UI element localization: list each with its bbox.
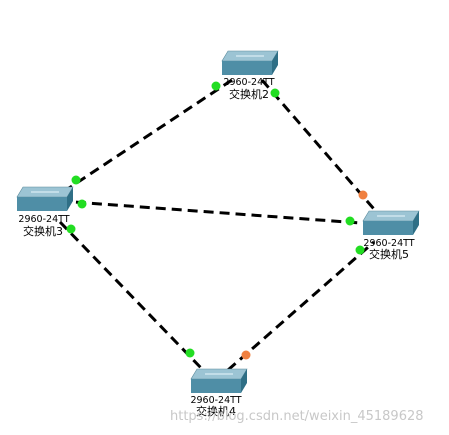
port-sw2-to-sw5[interactable] xyxy=(270,88,280,98)
watermark-text: https://blog.csdn.net/weixin_45189628 xyxy=(170,409,424,424)
switch-icon xyxy=(221,50,279,75)
device-name-label: 交换机3 xyxy=(23,224,63,238)
port-sw5-to-sw3[interactable] xyxy=(345,216,355,226)
switch-icon xyxy=(362,210,420,235)
port-sw2-to-sw3[interactable] xyxy=(211,81,221,91)
device-switch-3[interactable]: 2960-24TT 交换机3 xyxy=(16,186,74,238)
ports-layer xyxy=(66,81,368,360)
port-sw3-to-sw4[interactable] xyxy=(66,224,76,234)
switch-icon xyxy=(16,186,74,211)
links-layer xyxy=(58,78,382,372)
device-name-label: 交换机4 xyxy=(196,404,236,418)
port-sw5-to-sw4[interactable] xyxy=(355,245,365,255)
link-sw3-sw4[interactable] xyxy=(58,220,205,372)
device-model-label: 2960-24TT xyxy=(223,77,274,88)
link-sw3-sw5[interactable] xyxy=(59,199,375,226)
device-name-label: 交换机5 xyxy=(369,247,409,261)
link-sw4-sw5[interactable] xyxy=(227,240,375,372)
device-model-label: 2960-24TT xyxy=(190,395,241,406)
port-sw3-to-sw2[interactable] xyxy=(71,175,81,185)
device-switch-4[interactable]: 2960-24TT 交换机4 xyxy=(190,368,248,418)
port-sw5-to-sw2[interactable] xyxy=(358,190,368,200)
link-sw2-sw3[interactable] xyxy=(59,78,233,196)
device-name-label: 交换机2 xyxy=(229,87,269,101)
device-model-label: 2960-24TT xyxy=(18,214,69,225)
device-model-label: 2960-24TT xyxy=(363,238,414,249)
switch-icon xyxy=(190,368,248,393)
device-switch-5[interactable]: 2960-24TT 交换机5 xyxy=(362,210,420,261)
port-sw3-to-sw5[interactable] xyxy=(77,199,87,209)
port-sw4-to-sw3[interactable] xyxy=(185,348,195,358)
device-switch-2[interactable]: 2960-24TT 交换机2 xyxy=(221,50,279,101)
port-sw4-to-sw5[interactable] xyxy=(241,350,251,360)
